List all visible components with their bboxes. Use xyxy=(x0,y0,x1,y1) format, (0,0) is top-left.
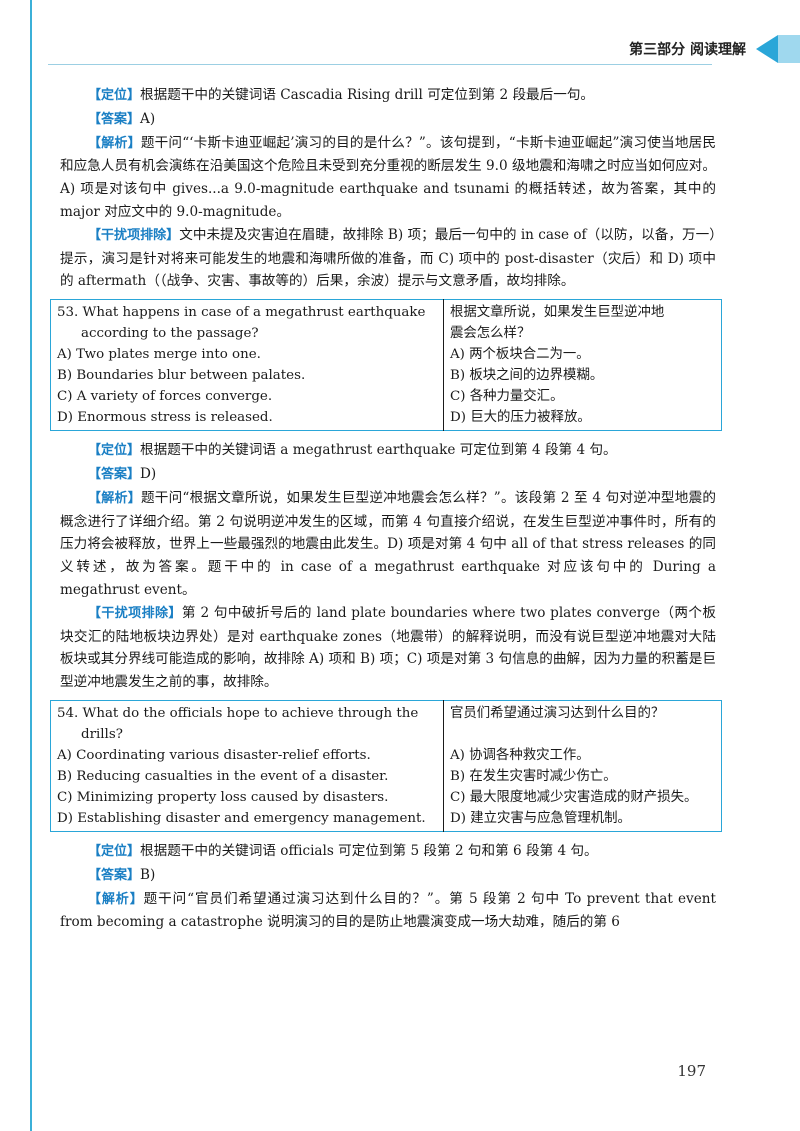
q52-distractor: 【干扰项排除】文中未提及灾害迫在眉睫，故排除 B) 项；最后一句中的 in ca… xyxy=(60,224,716,293)
q53-answer-text: D) xyxy=(140,465,157,482)
q52-answer-text: A) xyxy=(140,110,156,127)
q53-locate: 【定位】根据题干中的关键词语 a megathrust earthquake 可… xyxy=(60,439,716,463)
q53-question-cn: 根据文章所说，如果发生巨型逆冲地 xyxy=(450,305,665,321)
q54-option-cn-a: A) 协调各种救灾工作。 xyxy=(450,747,590,763)
q54-locate: 【定位】根据题干中的关键词语 officials 可定位到第 5 段第 2 句和… xyxy=(60,840,716,864)
section-header: 第三部分 阅读理解 xyxy=(629,34,800,64)
q54-locate-text: 根据题干中的关键词语 officials 可定位到第 5 段第 2 句和第 6 … xyxy=(140,842,598,859)
locate-tag: 【定位】 xyxy=(88,443,141,459)
q54-question-en: 54. What do the officials hope to achiev… xyxy=(57,705,419,721)
q52-analysis: 【解析】题干问“‘卡斯卡迪亚崛起’演习的目的是什么？”。该句提到，“卡斯卡迪亚崛… xyxy=(60,132,716,224)
q53-en-cell: 53. What happens in case of a megathrust… xyxy=(50,299,444,431)
q54-table: 54. What do the officials hope to achiev… xyxy=(50,699,722,832)
q53-option-en-b: B) Boundaries blur between palates. xyxy=(57,368,306,384)
q53-option-en-d: D) Enormous stress is released. xyxy=(57,410,273,426)
q54-option-cn-c: C) 最大限度地减少灾害造成的财产损失。 xyxy=(450,789,698,805)
section-title: 第三部分 阅读理解 xyxy=(629,42,746,58)
q53-analysis-text: 题干问“根据文章所说，如果发生巨型逆冲地震会怎么样？”。该段第 2 至 4 句对… xyxy=(60,489,716,598)
q54-option-en-b: B) Reducing casualties in the event of a… xyxy=(57,768,389,784)
q54-option-en-a: A) Coordinating various disaster-relief … xyxy=(57,747,371,763)
q53-option-cn-c: C) 各种力量交汇。 xyxy=(450,389,564,405)
q54-option-cn-b: B) 在发生灾害时减少伤亡。 xyxy=(450,768,617,784)
q53-locate-text: 根据题干中的关键词语 a megathrust earthquake 可定位到第… xyxy=(140,442,617,459)
q53-question-en-cont: according to the passage? xyxy=(81,326,259,342)
q53-answer: 【答案】D) xyxy=(60,463,716,487)
distractor-tag: 【干扰项排除】 xyxy=(88,605,182,621)
q54-analysis-text: 题干问“官员们希望通过演习达到什么目的？”。第 5 段第 2 句中 To pre… xyxy=(60,890,716,931)
distractor-tag: 【干扰项排除】 xyxy=(88,227,180,243)
q53-option-cn-d: D) 巨大的压力被释放。 xyxy=(450,410,591,426)
page-number: 197 xyxy=(677,1062,706,1080)
q53-option-cn-b: B) 板块之间的边界模糊。 xyxy=(450,368,604,384)
section-arrow-icon xyxy=(756,35,778,63)
q53-analysis: 【解析】题干问“根据文章所说，如果发生巨型逆冲地震会怎么样？”。该段第 2 至 … xyxy=(60,487,716,602)
q53-cn-cell: 根据文章所说，如果发生巨型逆冲地 震会怎么样？ A) 两个板块合二为一。 B) … xyxy=(444,300,722,431)
q52-answer: 【答案】A) xyxy=(60,108,716,132)
locate-tag: 【定位】 xyxy=(88,88,141,103)
q53-distractor: 【干扰项排除】第 2 句中破折号后的 land plate boundaries… xyxy=(60,602,716,694)
q54-answer-text: B) xyxy=(140,866,156,883)
q52-analysis-text: 题干问“‘卡斯卡迪亚崛起’演习的目的是什么？”。该句提到，“卡斯卡迪亚崛起”演习… xyxy=(60,134,716,220)
q53-option-en-a: A) Two plates merge into one. xyxy=(57,347,261,363)
q54-answer: 【答案】B) xyxy=(60,864,716,888)
q54-question-cn: 官员们希望通过演习达到什么目的？ xyxy=(450,705,665,721)
q53-question-en: 53. What happens in case of a megathrust… xyxy=(57,305,426,321)
q54-en-cell: 54. What do the officials hope to achiev… xyxy=(50,700,444,832)
q54-option-en-c: C) Minimizing property loss caused by di… xyxy=(57,789,389,805)
answer-tag: 【答案】 xyxy=(88,867,141,883)
q54-option-cn-d: D) 建立灾害与应急管理机制。 xyxy=(450,810,631,826)
page-content: 【定位】根据题干中的关键词语 Cascadia Rising drill 可定位… xyxy=(50,84,722,935)
q54-analysis: 【解析】题干问“官员们希望通过演习达到什么目的？”。第 5 段第 2 句中 To… xyxy=(60,888,716,935)
q53-distractor-text: 第 2 句中破折号后的 land plate boundaries where … xyxy=(60,604,716,691)
analysis-tag: 【解析】 xyxy=(88,490,141,506)
page-edge-line xyxy=(30,0,32,1131)
answer-tag: 【答案】 xyxy=(88,466,141,482)
analysis-tag: 【解析】 xyxy=(88,891,144,907)
q54-option-en-d: D) Establishing disaster and emergency m… xyxy=(57,810,426,826)
q53-option-cn-a: A) 两个板块合二为一。 xyxy=(450,347,590,363)
q52-locate-text: 根据题干中的关键词语 Cascadia Rising drill 可定位到第 2… xyxy=(140,87,595,103)
q53-question-cn-cont: 震会怎么样？ xyxy=(450,326,531,342)
q54-cn-cell: 官员们希望通过演习达到什么目的？ A) 协调各种救灾工作。 B) 在发生灾害时减… xyxy=(444,700,722,831)
q52-distractor-text: 文中未提及灾害迫在眉睫，故排除 B) 项；最后一句中的 in case of（以… xyxy=(60,226,716,290)
section-tab xyxy=(778,35,800,63)
q52-locate: 【定位】根据题干中的关键词语 Cascadia Rising drill 可定位… xyxy=(60,84,716,108)
q54-question-cn-blank xyxy=(450,724,715,745)
header-rule xyxy=(48,64,712,65)
locate-tag: 【定位】 xyxy=(88,843,141,859)
answer-tag: 【答案】 xyxy=(88,111,141,127)
q53-option-en-c: C) A variety of forces converge. xyxy=(57,389,273,405)
q53-table: 53. What happens in case of a megathrust… xyxy=(50,299,722,432)
analysis-tag: 【解析】 xyxy=(88,135,141,151)
q54-question-en-cont: drills? xyxy=(81,726,123,742)
